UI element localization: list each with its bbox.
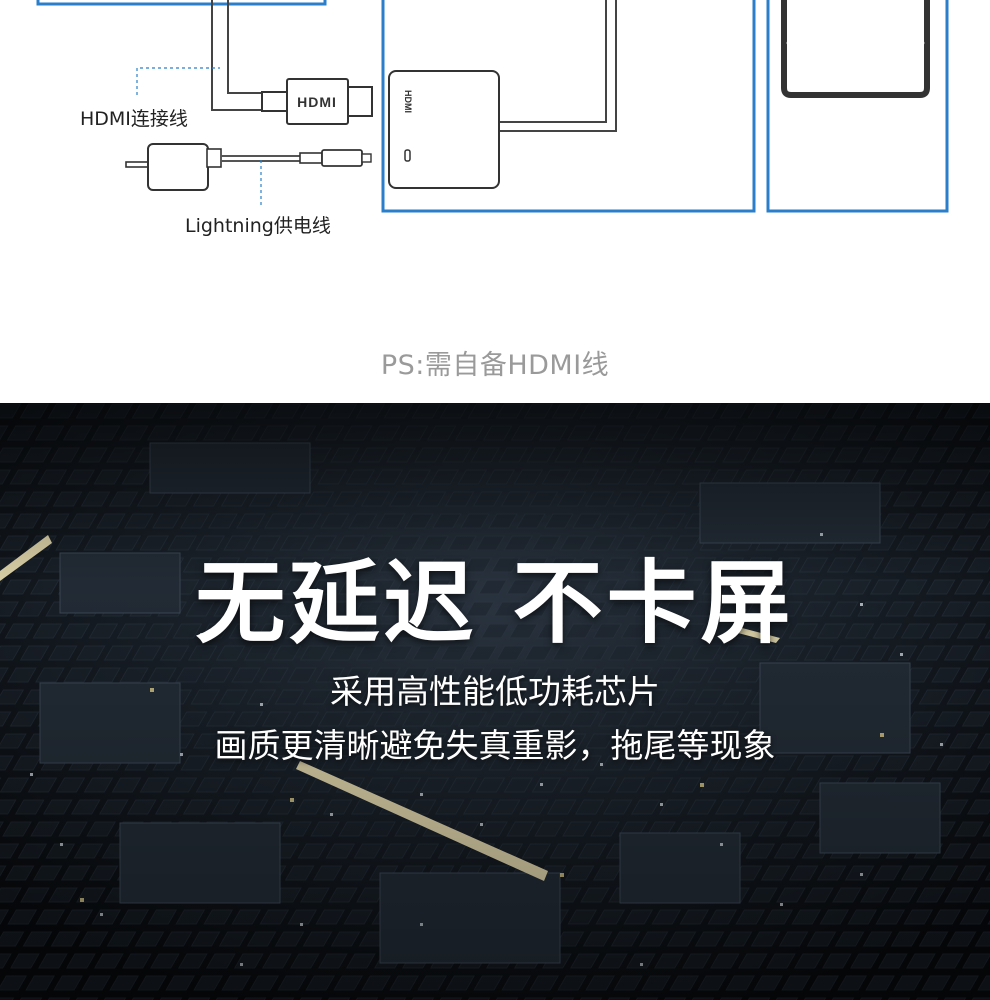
promo-subline-1: 采用高性能低功耗芯片 [330, 672, 660, 711]
tablet-icon [781, 0, 930, 98]
hdmi-cable-line [211, 0, 262, 111]
connection-diagram: HDMI HDMI [36, 0, 949, 213]
adapter-box-icon: HDMI [388, 70, 500, 189]
lightning-cable-label: Lightning供电线 [185, 215, 331, 237]
circuit-board-background [0, 403, 990, 1000]
power-adapter-icon [125, 143, 372, 191]
promo-section: 无延迟 不卡屏 采用高性能低功耗芯片 画质更清晰避免失真重影，拖尾等现象 [0, 403, 990, 1000]
hdmi-plug-icon: HDMI [261, 78, 373, 125]
promo-subline-2: 画质更清晰避免失真重影，拖尾等现象 [214, 726, 776, 765]
phone-frame [36, 0, 327, 6]
adapter-frame [381, 0, 756, 213]
connection-diagram-section: HDMI HDMI [0, 0, 990, 403]
promo-headline: 无延迟 不卡屏 [195, 551, 795, 656]
tablet-frame [766, 0, 949, 213]
hdmi-cable-label: HDMI连接线 [80, 108, 188, 130]
hdmi-plug-text: HDMI [297, 94, 337, 110]
adapter-port-text: HDMI [403, 90, 413, 113]
ps-note: PS:需自备HDMI线 [380, 350, 610, 381]
